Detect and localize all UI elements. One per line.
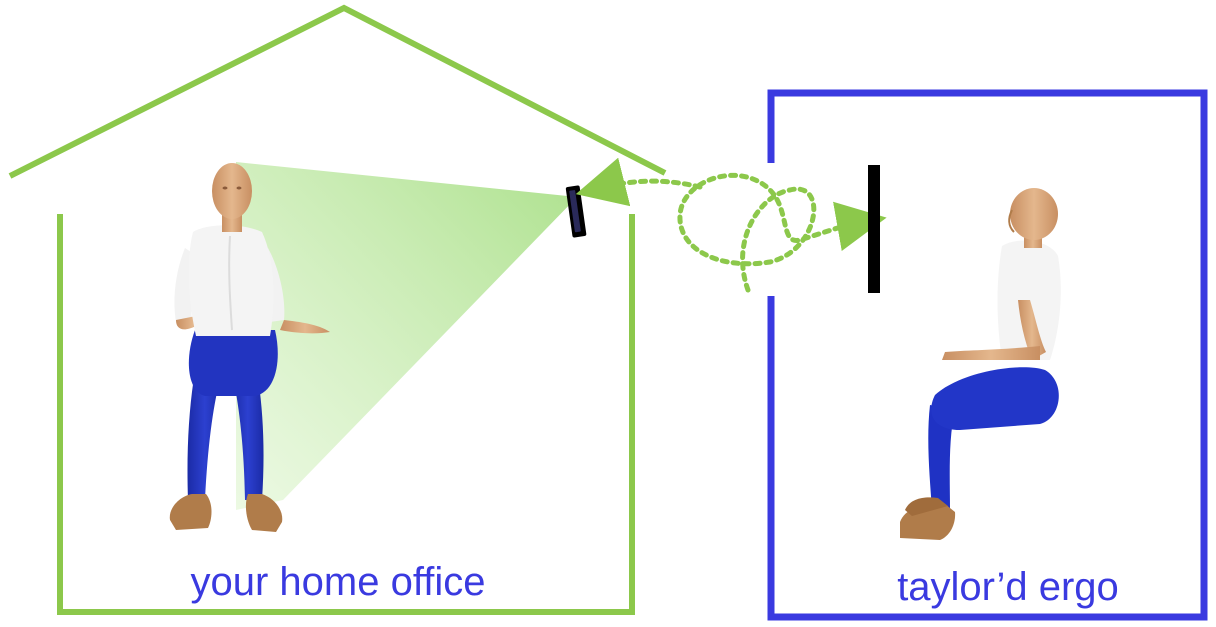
ergo-office-box bbox=[767, 89, 1208, 621]
ergo-office-caption: taylor’d ergo bbox=[897, 565, 1119, 609]
home-office-house bbox=[8, 4, 667, 615]
camera-icon bbox=[565, 185, 587, 238]
home-office-caption: your home office bbox=[191, 560, 486, 604]
screen-icon bbox=[868, 165, 880, 293]
house-walls bbox=[57, 214, 635, 615]
camera-view-cone bbox=[236, 162, 577, 510]
house-roof bbox=[8, 4, 667, 179]
person-front-seated bbox=[169, 163, 330, 532]
person-side-seated bbox=[900, 188, 1061, 540]
office-frame bbox=[767, 89, 1208, 621]
connection-path bbox=[575, 157, 887, 293]
